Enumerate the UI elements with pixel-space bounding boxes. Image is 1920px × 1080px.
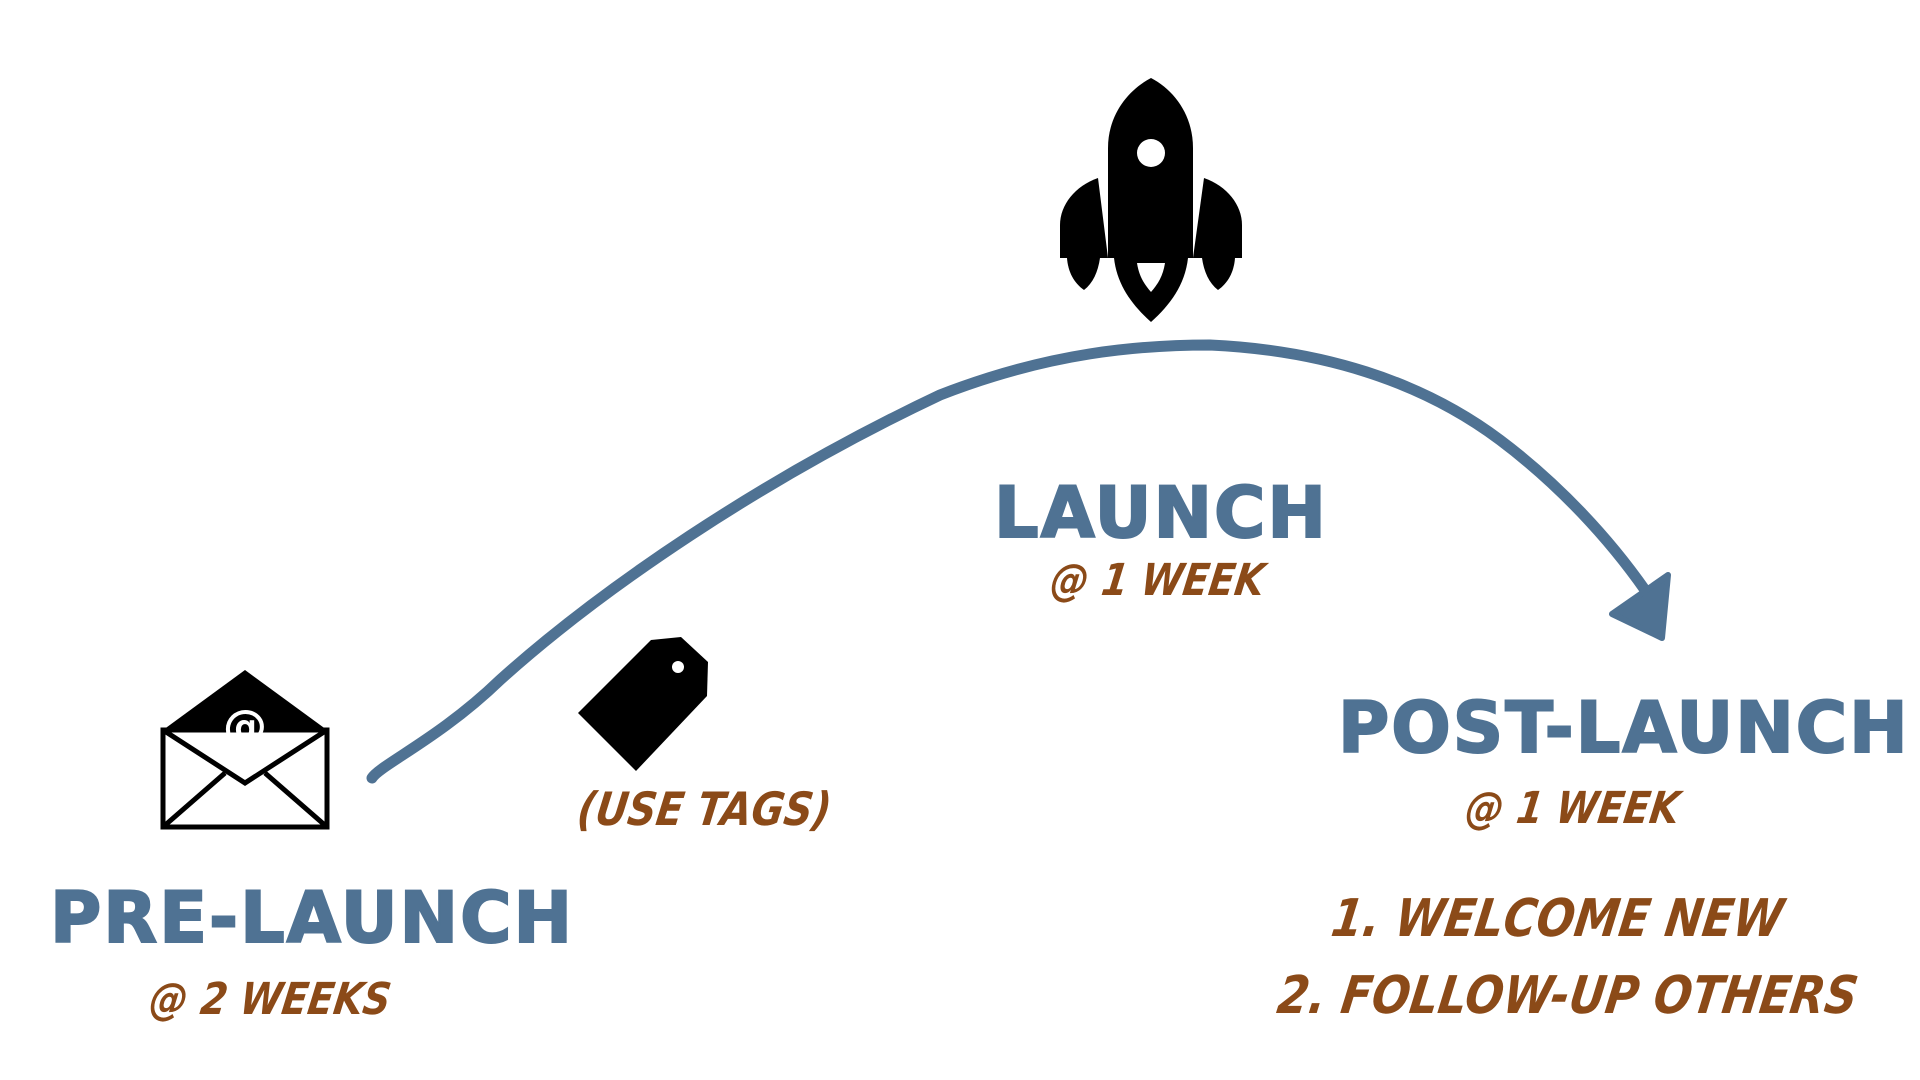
timeline-arc-arrow bbox=[366, 339, 1671, 784]
post-launch-step-welcome: 1. WELCOME NEW bbox=[1327, 889, 1788, 949]
post-launch-title: POST-LAUNCH bbox=[1337, 687, 1910, 769]
envelope-at-symbol: @ bbox=[223, 701, 267, 752]
rocket-icon bbox=[1060, 78, 1242, 322]
rocket-flame-gap bbox=[1137, 263, 1165, 292]
launch-timing: @ 1 WEEK bbox=[1047, 555, 1268, 606]
rocket-left-fin bbox=[1067, 258, 1100, 290]
tag-hole bbox=[672, 661, 684, 673]
rocket-window bbox=[1137, 139, 1165, 167]
rocket-left-booster bbox=[1060, 178, 1108, 258]
price-tag-icon bbox=[578, 637, 708, 771]
envelope-at-icon: @ bbox=[160, 670, 330, 830]
timeline-arc bbox=[366, 339, 1651, 784]
pre-launch-timing: @ 2 WEEKS bbox=[146, 974, 395, 1025]
pre-launch-title: PRE-LAUNCH bbox=[49, 877, 575, 959]
rocket-right-booster bbox=[1193, 178, 1242, 258]
launch-title: LAUNCH bbox=[993, 472, 1329, 554]
rocket-body bbox=[1108, 78, 1193, 258]
arrow-head bbox=[1609, 572, 1671, 641]
tag-shape bbox=[578, 637, 708, 771]
rocket-right-fin bbox=[1202, 258, 1235, 290]
use-tags-note: (USE TAGS) bbox=[574, 782, 835, 836]
envelope-folds bbox=[161, 727, 329, 829]
post-launch-timing: @ 1 WEEK bbox=[1462, 783, 1683, 834]
post-launch-step-follow-up: 2. FOLLOW-UP OTHERS bbox=[1273, 966, 1862, 1026]
